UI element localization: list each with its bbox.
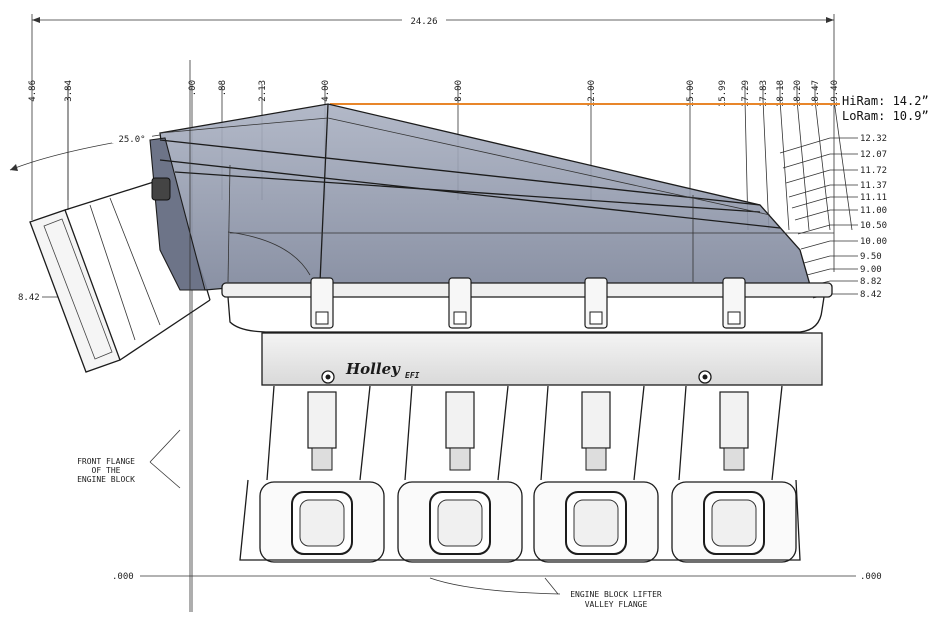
- right-dim-leader: [803, 255, 831, 264]
- right-dim-leader: [788, 184, 831, 198]
- top-dim-label: 17.83: [759, 80, 769, 107]
- top-dim-label: 18.18: [776, 80, 786, 107]
- left-height-label: 8.42: [18, 293, 40, 303]
- right-dim-leader: [785, 169, 831, 184]
- top-dim-leader: [833, 84, 853, 231]
- top-dim-label: .88: [218, 80, 228, 96]
- right-dim-leader: [782, 153, 831, 169]
- loram-label: LoRam: 10.9”: [842, 109, 929, 123]
- right-dim-label: 9.00: [860, 265, 882, 275]
- runner: [671, 277, 797, 563]
- right-dim-leader: [794, 209, 831, 221]
- right-dim-label: 11.11: [860, 193, 887, 203]
- right-dim-leader: [800, 240, 831, 250]
- top-dim-label: .00: [188, 80, 198, 96]
- right-dim-label: 8.42: [860, 290, 882, 300]
- right-dim-label: 10.00: [860, 237, 887, 247]
- right-dim-leader: [779, 137, 831, 154]
- right-dim-label: 10.50: [860, 221, 887, 231]
- top-dim-label: 15.99: [718, 80, 728, 107]
- base-line: .000 .000 ENGINE BLOCK LIFTER VALLEY FLA…: [112, 572, 882, 609]
- right-dim-label: 8.82: [860, 277, 882, 287]
- front-flange-line-1: FRONT FLANGE: [77, 457, 135, 466]
- lifter-flange-line-1: ENGINE BLOCK LIFTER: [570, 590, 662, 599]
- top-dim-label: 3.84: [64, 80, 74, 102]
- plenum: [149, 103, 834, 291]
- front-flange-callout: FRONT FLANGE OF THE ENGINE BLOCK: [77, 60, 191, 612]
- base-left-label: .000: [112, 572, 134, 582]
- top-dim-label: 18.20: [793, 80, 803, 107]
- top-dim-label: 17.29: [741, 80, 751, 107]
- throttle-flange: [29, 179, 211, 373]
- overall-dim-label: 24.26: [410, 17, 437, 27]
- right-dim-leader: [797, 224, 831, 235]
- efi-logo: EFI: [405, 371, 420, 380]
- overall-dimension: 24.26: [31, 14, 835, 272]
- right-dim-label: 9.50: [860, 252, 882, 262]
- runner: [533, 277, 659, 563]
- ram-callout: HiRam: 14.2” LoRam: 10.9”: [330, 94, 929, 123]
- right-dimensions: 12.32 12.07 11.72 11.37 11.11 11.00 10.50 10.00…: [779, 134, 887, 300]
- front-flange-line-2: OF THE: [92, 466, 121, 475]
- top-dim-label: 15.00: [686, 80, 696, 107]
- top-dim-leader: [779, 84, 790, 231]
- top-dim-label: 4.00: [321, 80, 331, 102]
- top-dim-label: 19.40: [830, 80, 840, 107]
- top-dim-label: 12.00: [587, 80, 597, 107]
- lifter-flange-line-2: VALLEY FLANGE: [585, 600, 648, 609]
- runner-base: Holley EFI: [221, 282, 833, 386]
- runner: [259, 277, 385, 563]
- runner: [397, 277, 523, 563]
- front-flange-line-3: ENGINE BLOCK: [77, 475, 135, 484]
- holley-logo: Holley: [345, 360, 401, 378]
- runner-set: [239, 277, 801, 563]
- right-dim-label: 12.07: [860, 150, 887, 160]
- angle-label: 25.0°: [118, 135, 145, 145]
- right-dim-label: 12.32: [860, 134, 887, 144]
- right-dim-label: 11.72: [860, 166, 887, 176]
- top-dim-leader: [744, 84, 749, 231]
- top-dim-leader: [762, 84, 770, 231]
- right-dim-leader: [791, 196, 831, 209]
- hiram-label: HiRam: 14.2”: [842, 94, 929, 108]
- right-dim-leader: [806, 268, 831, 276]
- top-dim-leader: [796, 84, 810, 231]
- top-dim-label: 4.86: [28, 80, 38, 102]
- angle-dimension: 25.0°: [9, 132, 161, 171]
- top-dim-label: 8.00: [454, 80, 464, 102]
- right-dim-label: 11.00: [860, 206, 887, 216]
- top-dim-label: 2.13: [258, 80, 268, 102]
- top-dim-label: 18.47: [811, 80, 821, 107]
- base-right-label: .000: [860, 572, 882, 582]
- right-dim-label: 11.37: [860, 181, 887, 191]
